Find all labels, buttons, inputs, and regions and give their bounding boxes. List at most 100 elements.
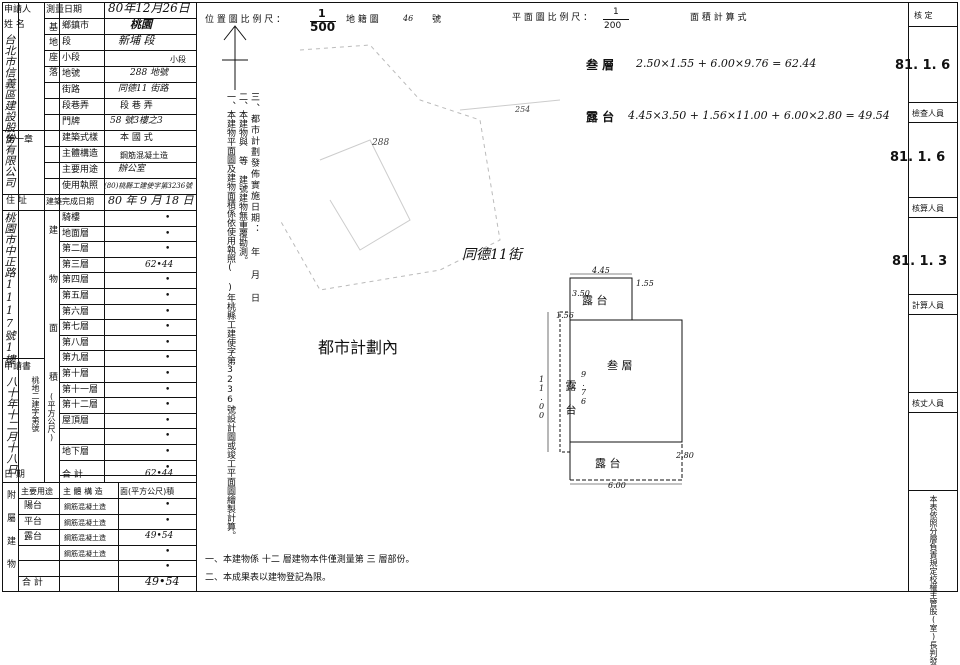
floor-name: 第五層: [62, 291, 90, 301]
survey-date-label: 測量日期: [46, 5, 83, 15]
floor-value: •: [165, 353, 171, 364]
permit-value: (80)桃縣工建使字第3236號: [104, 182, 193, 190]
row-line: [44, 66, 197, 67]
city-value: 桃園: [130, 18, 152, 31]
street-label: 街路: [62, 85, 81, 95]
fraction-line: [310, 21, 336, 22]
annex-header-struct: 主 體 構 造: [63, 487, 103, 496]
row-line: [18, 498, 197, 499]
row-line: [44, 146, 197, 147]
plan-scale-den: 200: [604, 21, 622, 31]
row-line: [59, 241, 197, 243]
floor-value: 62•44: [145, 259, 174, 270]
row-line: [59, 381, 197, 383]
row-line: [2, 358, 44, 359]
dim-155: 1.55: [636, 279, 654, 288]
right-note: 本表依照分層負責規定校權主管股(室)長判發: [929, 495, 938, 665]
floor-name: 第三層: [62, 259, 90, 270]
fraction-line: [603, 19, 629, 20]
bottom-note1: 一、本建物係 十二 層建物本件僅測量第 三 層部份。: [205, 555, 415, 565]
row-line: [2, 482, 197, 483]
annex-area: •: [165, 562, 171, 572]
row-line: [59, 366, 197, 367]
floor-name: 地面層: [62, 228, 90, 239]
floor-name: 第九層: [62, 353, 90, 364]
permit-label: 使用執照: [62, 181, 99, 191]
annex-area: •: [165, 500, 171, 510]
calc-line1-label: 叁 層: [586, 58, 615, 72]
name-label: 姓 名: [4, 20, 25, 30]
resident-label: 住 址: [6, 196, 27, 206]
row-line: [59, 288, 197, 289]
floor-value: •: [165, 447, 171, 457]
lot-label: 地號: [62, 69, 81, 79]
city-label: 鄉鎮市: [62, 21, 90, 31]
section-value: 新埔 段: [118, 34, 155, 47]
applicant-name: 台北市信義區建設股份有限公司: [3, 34, 16, 188]
check-label: 核 定: [914, 11, 933, 20]
row-line: [59, 428, 197, 430]
check-date: 81. 1. 6: [895, 58, 951, 73]
floor-name: 第四層: [62, 275, 90, 286]
floor-value: •: [165, 244, 171, 255]
row-line: [908, 392, 958, 393]
row-line: [18, 560, 197, 561]
annex-area: •: [165, 515, 171, 526]
row-line: [59, 225, 197, 227]
row-line: [2, 194, 197, 195]
calc-label: 核算人員: [912, 204, 944, 213]
floor-value: •: [165, 415, 171, 426]
floor-name: 第十二層: [62, 400, 99, 411]
note3: 三、都市計劃發佈實施日期： 年 月 日: [249, 92, 259, 304]
completion-label: 建築完成日期: [46, 197, 94, 206]
row-line: [59, 272, 197, 274]
annex-use: 平台: [24, 516, 43, 527]
row-line: [59, 459, 197, 461]
map-label: 地 籍 圖: [346, 15, 379, 25]
floor-area-label: 建物面積: [47, 225, 57, 421]
row-line: [908, 102, 958, 103]
row-line: [908, 122, 958, 123]
dim-280: 2.80: [676, 451, 694, 460]
row-line: [44, 18, 197, 19]
floor-value: •: [165, 462, 171, 473]
calc-date: 81. 1. 3: [892, 254, 948, 269]
floor-name: 第十一層: [62, 384, 99, 395]
row-line: [59, 350, 197, 352]
floor-value: •: [165, 322, 171, 333]
computer-label: 計算人員: [912, 301, 944, 310]
surveyor-label: 核丈人員: [912, 399, 944, 408]
number-label: 門牌: [62, 117, 81, 127]
dim-600: 6.00: [608, 481, 626, 490]
floor-value: •: [165, 400, 171, 411]
floor-value: •: [165, 291, 171, 301]
position-scale-den: 500: [310, 20, 336, 34]
map-no: 46: [403, 14, 414, 23]
dim-1100: 11.00: [537, 375, 546, 420]
plan-scale-label: 平 面 圖 比 例 尺 ：: [512, 13, 593, 23]
applicant-label: 申請人: [4, 5, 32, 15]
row-line: [2, 130, 197, 131]
row-line: [18, 529, 197, 530]
row-line: [59, 256, 197, 258]
row-line: [44, 114, 197, 115]
floor-plan-drawing: [547, 273, 683, 485]
floor-value: •: [165, 337, 171, 348]
cadastral-map: [279, 44, 561, 291]
row-line: [44, 82, 197, 83]
calc-line2-formula: 4.45×3.50 + 1.56×11.00 + 6.00×2.80 = 49.…: [628, 109, 890, 122]
survey-date: 80年12月26日: [108, 1, 190, 15]
floor-name: 第七層: [62, 322, 90, 333]
completion-value: 80 年 9 月 18 日: [108, 194, 194, 207]
floor-name: 第八層: [62, 337, 90, 348]
row-line: [908, 412, 958, 413]
row-line: [18, 544, 197, 546]
lane-label: 段巷弄: [62, 101, 90, 111]
row-line: [59, 444, 197, 445]
annex-area: 49•54: [145, 531, 174, 541]
map-suffix: 號: [432, 15, 442, 25]
row-line: [59, 303, 197, 305]
lot-value: 288 地號: [130, 68, 169, 78]
lane-value: 段 巷 弄: [120, 101, 153, 111]
